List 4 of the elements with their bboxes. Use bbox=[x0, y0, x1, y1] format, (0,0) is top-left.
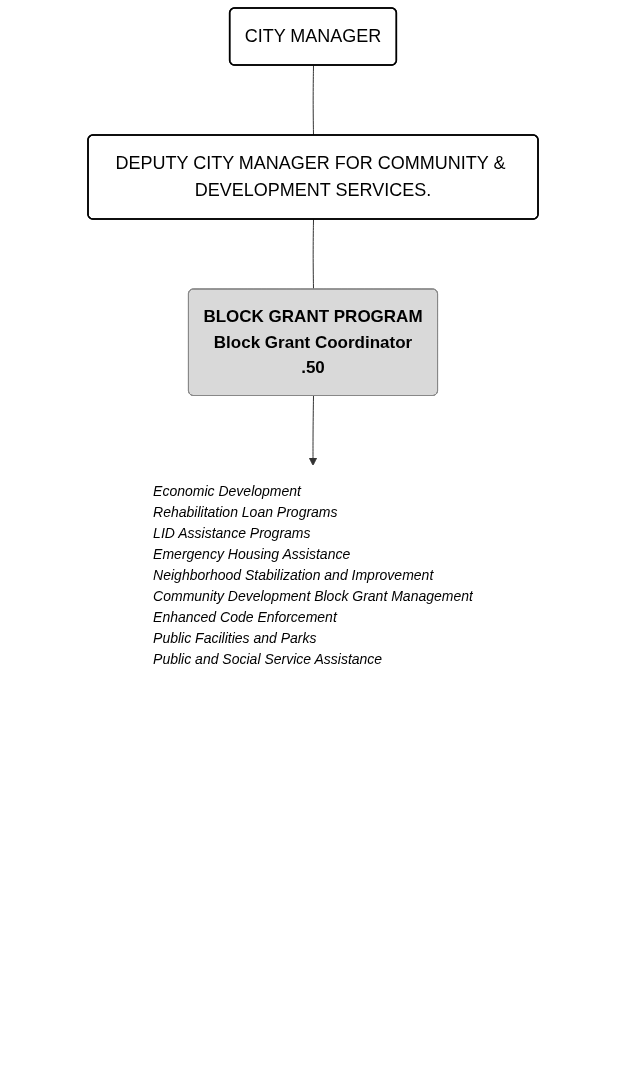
node-text: Economic Development Rehabilitation Loan Programs LID Assistance Programs Emergency Housing Assistance Neighborhood Stabilization and Improvement Community Development Block Grant Management Enhanced Code Enforcement Public Facilities and Parks Public and Social Service Assistance bbox=[153, 482, 473, 667]
connector bbox=[312, 219, 314, 290]
arrow bbox=[308, 395, 318, 466]
connector bbox=[312, 65, 314, 136]
